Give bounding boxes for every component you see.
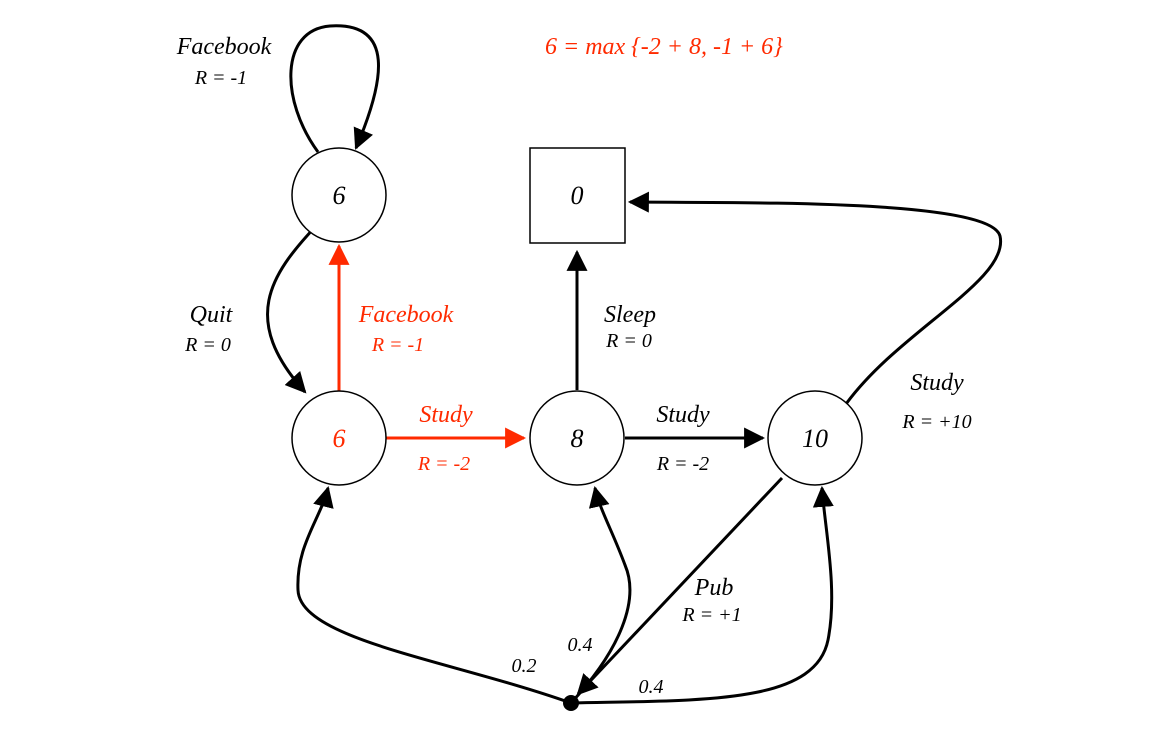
sleep-action-label: Sleep	[604, 302, 656, 328]
class2-study-action-label: Study	[656, 402, 710, 428]
class1-facebook-reward-label: R = -1	[371, 334, 424, 356]
class2-study-reward-label: R = -2	[656, 453, 709, 475]
class1-study-action-label: Study	[419, 402, 473, 428]
facebook-state-value: 6	[333, 181, 346, 210]
facebook-loop-edge	[289, 24, 380, 153]
chance-to-class2-edge	[569, 485, 632, 705]
prob-to-class3-label: 0.4	[639, 676, 664, 698]
quit-action-label: Quit	[190, 302, 234, 328]
class3-state-value: 10	[802, 424, 828, 453]
class3-study-edge	[627, 191, 1003, 405]
class1-state-node: 6	[291, 390, 387, 486]
sleep-state-value: 0	[571, 181, 584, 210]
facebook-state-node: 6	[291, 147, 387, 243]
class3-study-action-label: Study	[910, 370, 964, 396]
quit-reward-label: R = 0	[184, 334, 231, 356]
class1-state-value: 6	[333, 424, 346, 453]
facebook-loop-reward-label: R = -1	[194, 67, 247, 89]
class2-state-node: 8	[529, 390, 625, 486]
facebook-loop-action-label: Facebook	[176, 34, 272, 60]
class2-state-value: 8	[571, 424, 584, 453]
sleep-state-node: 0	[529, 147, 626, 244]
class1-facebook-action-label: Facebook	[358, 302, 454, 328]
class3-study-reward-label: R = +10	[901, 411, 971, 433]
quit-edge	[266, 224, 318, 394]
prob-to-class2-label: 0.4	[568, 634, 593, 656]
chance-node	[563, 695, 579, 711]
pub-reward-label: R = +1	[681, 604, 741, 626]
sleep-reward-label: R = 0	[605, 330, 652, 352]
prob-to-class1-label: 0.2	[512, 655, 537, 677]
chance-to-class3-edge	[570, 485, 834, 705]
class3-state-node: 10	[767, 390, 863, 486]
pub-action-label: Pub	[694, 575, 734, 601]
class1-study-reward-label: R = -2	[417, 453, 470, 475]
bellman-equation: 6 = max {-2 + 8, -1 + 6}	[545, 34, 783, 60]
chance-to-class1-edge	[296, 485, 572, 705]
pub-edge	[576, 476, 784, 696]
